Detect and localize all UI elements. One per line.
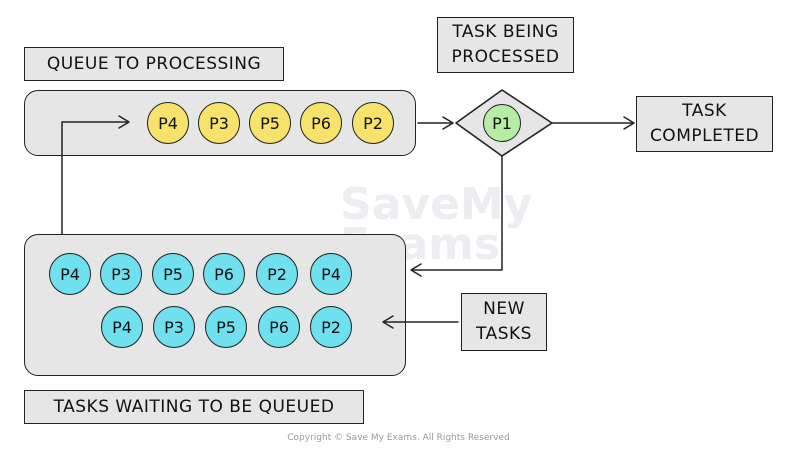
copyright-text: Copyright © Save My Exams. All Rights Re…	[287, 433, 510, 443]
queue-task: P6	[300, 102, 342, 144]
process-to-waiting-line	[411, 155, 503, 271]
queue-label: QUEUE TO PROCESSING	[24, 47, 284, 81]
waiting-task: P3	[153, 306, 195, 348]
waiting-task: P4	[310, 253, 352, 295]
waiting-task: P6	[258, 306, 300, 348]
process-to-waiting-head	[410, 263, 422, 277]
watermark: SaveMy Exams	[340, 179, 533, 270]
waiting-task: P3	[100, 253, 142, 295]
processing-task: P1	[483, 104, 521, 142]
new-tasks-head	[382, 315, 394, 329]
loop-arrow-head	[118, 115, 130, 129]
queue-task: P5	[249, 102, 291, 144]
waiting-task: P2	[310, 306, 352, 348]
queue-panel	[24, 90, 416, 156]
completed-label: TASK COMPLETED	[636, 96, 773, 152]
queue-task: P2	[352, 102, 394, 144]
new-tasks-label: NEW TASKS	[461, 293, 547, 351]
queue-task: P3	[198, 102, 240, 144]
waiting-task: P4	[101, 306, 143, 348]
queue-task: P4	[147, 102, 189, 144]
loop-arrow-line	[61, 121, 129, 235]
waiting-task: P5	[152, 253, 194, 295]
process-to-complete-head	[623, 116, 635, 130]
being-processed-label: TASK BEING PROCESSED	[437, 17, 574, 73]
waiting-task: P2	[256, 253, 298, 295]
waiting-task: P6	[203, 253, 245, 295]
waiting-label: TASKS WAITING TO BE QUEUED	[24, 390, 364, 424]
waiting-task: P4	[49, 253, 91, 295]
waiting-task: P5	[205, 306, 247, 348]
queue-to-process-head	[442, 116, 454, 130]
